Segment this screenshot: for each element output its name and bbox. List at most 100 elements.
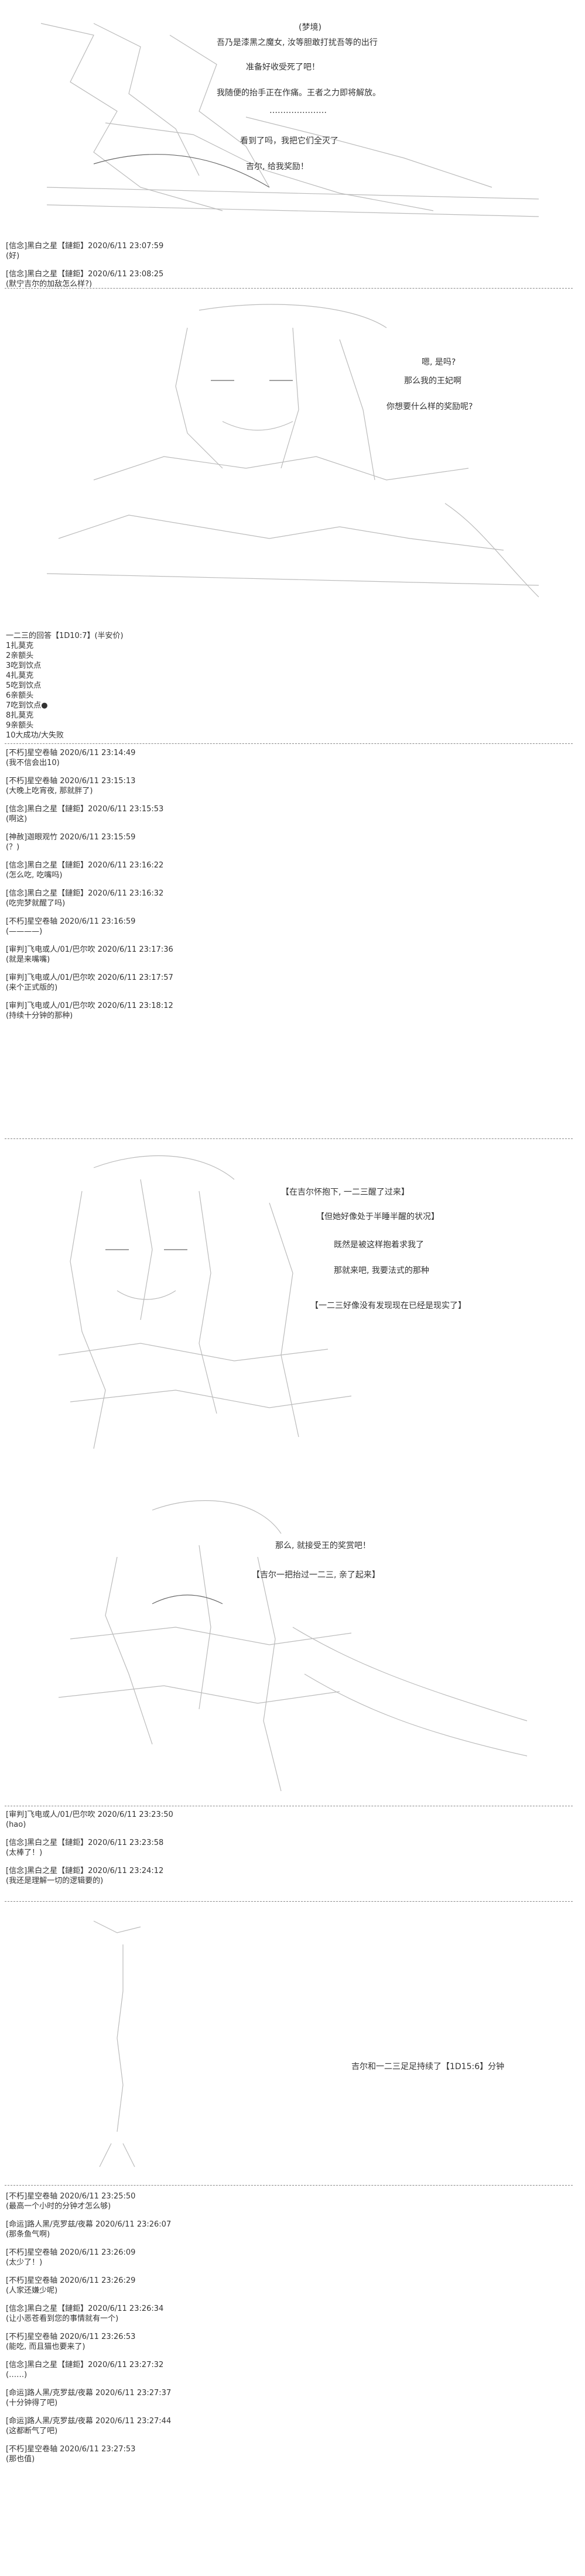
comment-body: (太棒了！) — [6, 1848, 43, 1857]
comment-meta: [信念]黑白之星【鏈鉅】2020/6/11 23:27:32 — [6, 2361, 164, 2369]
comment-meta: [信念]黑白之星【鏈鉅】2020/6/11 23:24:12 — [6, 1867, 164, 1875]
comment-meta: [信念]黑白之星【鏈鉅】2020/6/11 23:16:22 — [6, 861, 164, 870]
comment-body: (十分钟得了吧) — [6, 2399, 58, 2407]
comment: [信念]黑白之星【鏈鉅】2020/6/11 23:27:32 (……) — [6, 2360, 562, 2380]
comment-meta: [不朽]星空卷轴 2020/6/11 23:26:09 — [6, 2248, 136, 2257]
dialogue-line: 【一二三好像没有发现现在已经是现实了】 — [310, 1301, 466, 1311]
comment-meta: [不朽]星空卷轴 2020/6/11 23:26:29 — [6, 2276, 136, 2285]
comment-list: [不朽]星空卷轴 2020/6/11 23:25:50 (最高一个小时的分钟才怎… — [6, 2191, 562, 2472]
comment-meta: [神赦]迦眼观竹 2020/6/11 23:15:59 — [6, 833, 136, 842]
comment-list: [审判]飞电或人/01/巴尔吹 2020/6/11 23:23:50 (hao)… — [6, 1810, 562, 1894]
comment: [不朽]星空卷轴 2020/6/11 23:14:49 (我不信会出10) — [6, 748, 562, 768]
comment-body: (太少了！) — [6, 2258, 43, 2267]
comment: [不朽]星空卷轴 2020/6/11 23:26:09 (太少了！) — [6, 2248, 562, 2268]
dialogue-line: ………………… — [269, 106, 327, 115]
comment-meta: [不朽]星空卷轴 2020/6/11 23:26:53 — [6, 2333, 136, 2341]
comment: [信念]黑白之星【鏈鉅】2020/6/11 23:23:58 (太棒了！) — [6, 1838, 562, 1858]
dialogue-line: 看到了吗，我把它们全灭了 — [240, 136, 338, 146]
comment-meta: [信念]黑白之星【鏈鉅】2020/6/11 23:08:25 — [6, 270, 164, 279]
comment-body: (————) — [6, 927, 43, 936]
ascii-art-scene-4 — [23, 1487, 550, 1803]
comment: [不朽]星空卷轴 2020/6/11 23:26:53 (能吃, 而且猫也要来了… — [6, 2332, 562, 2352]
comment-meta: [命运]路人黑/克罗兹/夜幕 2020/6/11 23:27:44 — [6, 2417, 172, 2426]
comment: [信念]黑白之星【鏈鉅】2020/6/11 23:07:59 (好) — [6, 241, 562, 261]
choice-menu: 一二三的回答【1D10:7】(半安价) 1扎莫克 2亲额头 3吃到饮点 4扎莫克… — [6, 631, 124, 740]
comment-meta: [不朽]星空卷轴 2020/6/11 23:16:59 — [6, 917, 136, 926]
comment-meta: [审判]飞电或人/01/巴尔吹 2020/6/11 23:17:57 — [6, 973, 173, 982]
dialogue-line: 那么, 就接受王的奖赏吧！ — [275, 1541, 371, 1551]
comment-meta: [信念]黑白之星【鏈鉅】2020/6/11 23:16:32 — [6, 889, 164, 898]
choice-item: 1扎莫克 — [6, 642, 34, 650]
comment-meta: [信念]黑白之星【鏈鉅】2020/6/11 23:26:34 — [6, 2304, 164, 2313]
divider — [5, 1138, 573, 1139]
choice-item: 6亲额头 — [6, 691, 34, 700]
comment-body: (大晚上吃宵夜, 那就胖了) — [6, 787, 93, 795]
divider — [5, 2185, 573, 2186]
ascii-art-drawing — [58, 1155, 352, 1449]
choice-item: 7吃到饮点● — [6, 701, 48, 710]
comment-list: [不朽]星空卷轴 2020/6/11 23:14:49 (我不信会出10) [不… — [6, 748, 562, 1029]
comment: [信念]黑白之星【鏈鉅】2020/6/11 23:16:22 (怎么吃, 吃嘴吗… — [6, 860, 562, 880]
comment-meta: [命运]路人黑/克罗兹/夜幕 2020/6/11 23:27:37 — [6, 2389, 172, 2397]
comment-list: [信念]黑白之星【鏈鉅】2020/6/11 23:07:59 (好) [信念]黑… — [6, 241, 562, 297]
comment-body: (默宁吉尔的加敌怎么样?) — [6, 280, 93, 289]
comment: [不朽]星空卷轴 2020/6/11 23:26:29 (人家还嫌少呢) — [6, 2276, 562, 2296]
ascii-art-scene-3 — [23, 1144, 550, 1472]
comment-body: (好) — [6, 252, 20, 260]
ascii-art-scene-2 — [23, 293, 550, 620]
comment-body: (持续十分钟的那种) — [6, 1011, 73, 1020]
dialogue-line: 【吉尔一把抬过一二三, 亲了起来】 — [252, 1570, 380, 1580]
ascii-art-drawing — [58, 1500, 528, 1792]
dialogue-line: 准备好收受死了吧！ — [246, 63, 320, 72]
comment-body: (那也值) — [6, 2455, 35, 2464]
comment-body: (我还是理解一切的逻辑要的) — [6, 1877, 104, 1885]
comment-body: (啊这) — [6, 815, 28, 824]
comment: [审判]飞电或人/01/巴尔吹 2020/6/11 23:23:50 (hao) — [6, 1810, 562, 1830]
comment-meta: [信念]黑白之星【鏈鉅】2020/6/11 23:23:58 — [6, 1838, 164, 1847]
comment: [命运]路人黑/克罗兹/夜幕 2020/6/11 23:27:44 (这都断气了… — [6, 2416, 562, 2436]
comment: [不朽]星空卷轴 2020/6/11 23:25:50 (最高一个小时的分钟才怎… — [6, 2191, 562, 2211]
comment-body: (人家还嫌少呢) — [6, 2286, 58, 2295]
comment-body: (hao) — [6, 1820, 26, 1829]
choice-item: 2亲额头 — [6, 651, 34, 660]
ascii-art-drawing — [46, 304, 539, 598]
dialogue-line: 【但她好像处于半睡半醒的状况】 — [316, 1212, 439, 1222]
dialogue-line: 嗯, 是吗? — [422, 358, 456, 367]
comment-body: (能吃, 而且猫也要来了) — [6, 2342, 85, 2351]
comment-body: (那条鱼气啊) — [6, 2230, 50, 2239]
ascii-art-drawing — [93, 1920, 141, 2167]
dialogue-line: 既然是被这样抱着求我了 — [334, 1240, 424, 1250]
comment: [神赦]迦眼观竹 2020/6/11 23:15:59 (？) — [6, 832, 562, 852]
comment: [不朽]星空卷轴 2020/6/11 23:27:53 (那也值) — [6, 2444, 562, 2464]
comment-body: (怎么吃, 吃嘴吗) — [6, 871, 63, 880]
comment-meta: [审判]飞电或人/01/巴尔吹 2020/6/11 23:18:12 — [6, 1001, 173, 1010]
comment-body: (就是来嘴嘴) — [6, 955, 50, 964]
ascii-art-scene-5 — [23, 1909, 550, 2179]
dialogue-line: (梦境) — [299, 23, 321, 32]
comment: [不朽]星空卷轴 2020/6/11 23:16:59 (————) — [6, 917, 562, 937]
comment: [审判]飞电或人/01/巴尔吹 2020/6/11 23:17:36 (就是来嘴… — [6, 945, 562, 965]
comment-meta: [审判]飞电或人/01/巴尔吹 2020/6/11 23:23:50 — [6, 1810, 173, 1819]
divider — [5, 743, 573, 744]
comment-body: (我不信会出10) — [6, 759, 60, 767]
dialogue-line: 那就来吧, 我要法式的那种 — [334, 1266, 429, 1275]
dialogue-line: 那么我的王妃啊 — [404, 376, 461, 386]
divider — [5, 1901, 573, 1902]
comment: [信念]黑白之星【鏈鉅】2020/6/11 23:26:34 (让小恶苍看到您的… — [6, 2304, 562, 2324]
comment: [不朽]星空卷轴 2020/6/11 23:15:13 (大晚上吃宵夜, 那就胖… — [6, 776, 562, 796]
choice-menu-title: 一二三的回答【1D10:7】(半安价) — [6, 632, 124, 640]
choice-item: 3吃到饮点 — [6, 661, 42, 670]
comment: [信念]黑白之星【鏈鉅】2020/6/11 23:24:12 (我还是理解一切的… — [6, 1866, 562, 1886]
comment: [命运]路人黑/克罗兹/夜幕 2020/6/11 23:27:37 (十分钟得了… — [6, 2388, 562, 2408]
comment-body: (最高一个小时的分钟才怎么够) — [6, 2202, 111, 2211]
comment-body: (？) — [6, 843, 20, 852]
comment-meta: [不朽]星空卷轴 2020/6/11 23:25:50 — [6, 2192, 136, 2201]
choice-item: 8扎莫克 — [6, 711, 34, 720]
dialogue-line: 吉尔, 给我奖励！ — [246, 162, 309, 171]
comment-meta: [不朽]星空卷轴 2020/6/11 23:15:13 — [6, 777, 136, 786]
dialogue-line: 我随便的抬手正在作痛。王者之力即将解放。 — [217, 88, 381, 98]
comment-meta: [不朽]星空卷轴 2020/6/11 23:27:53 — [6, 2445, 136, 2454]
comment-body: (来个正式版的) — [6, 983, 58, 992]
comment: [命运]路人黑/克罗兹/夜幕 2020/6/11 23:26:07 (那条鱼气啊… — [6, 2220, 562, 2239]
comment-body: (让小恶苍看到您的事情就有一个) — [6, 2314, 119, 2323]
